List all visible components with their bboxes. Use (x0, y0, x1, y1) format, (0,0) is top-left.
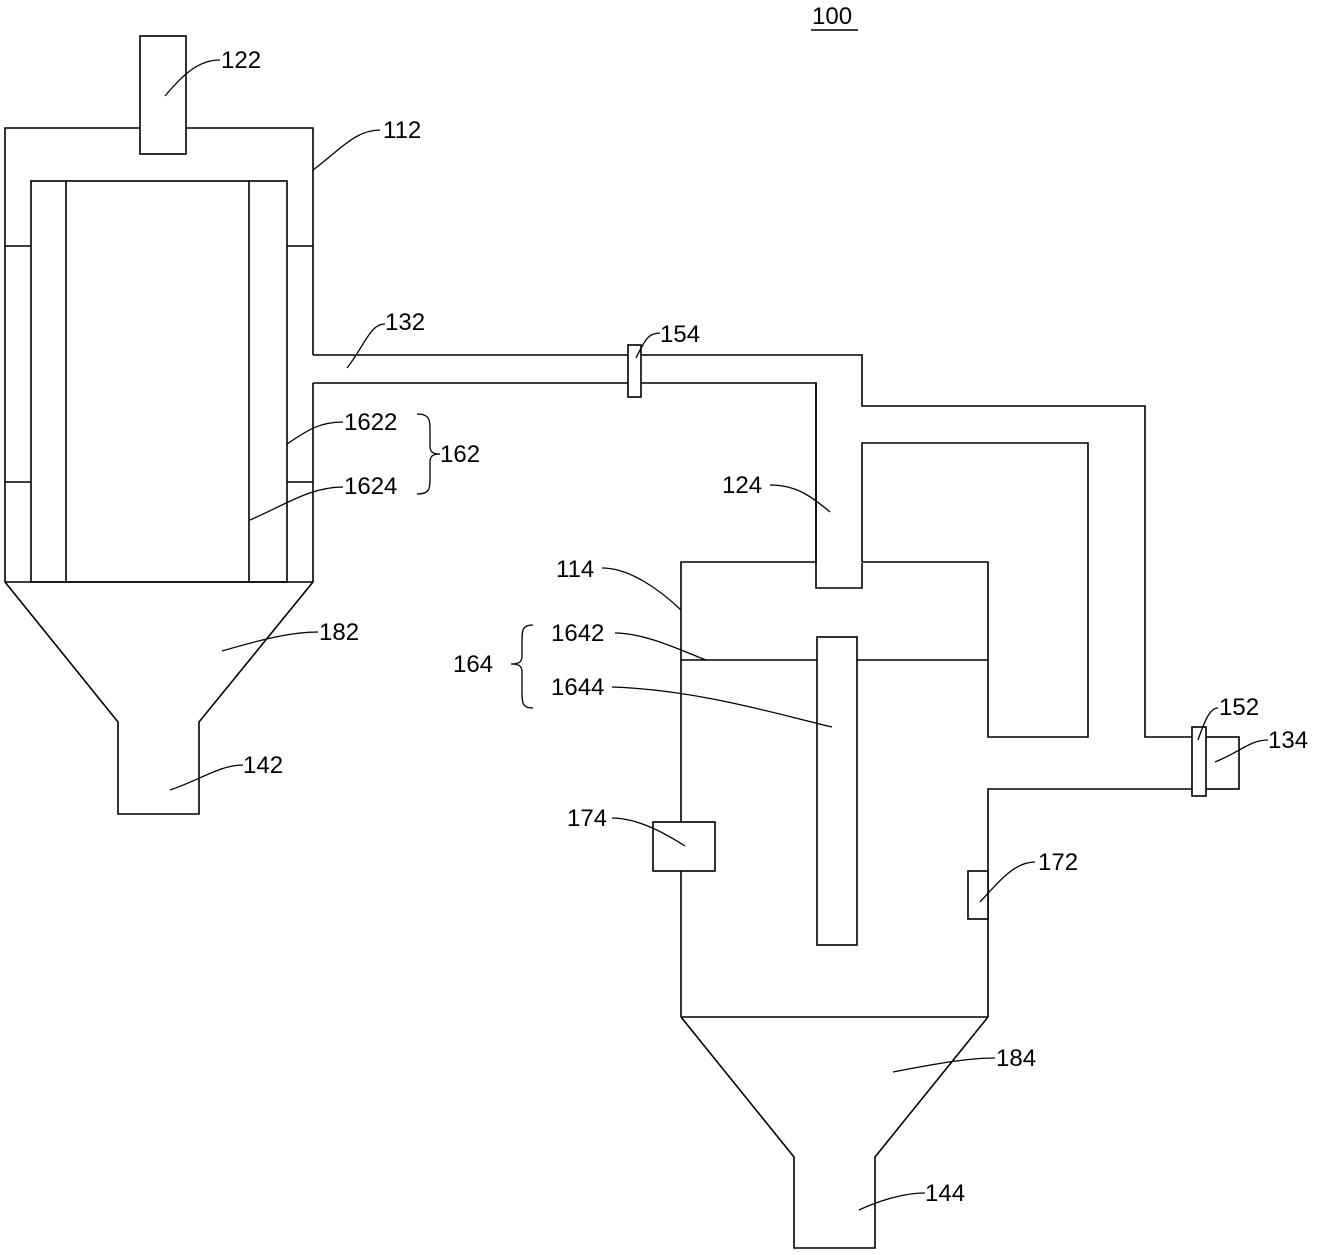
outlet-134 (1204, 736, 1240, 790)
label-144: 144 (925, 1180, 965, 1207)
label-162: 162 (440, 441, 480, 468)
label-124: 124 (722, 472, 762, 499)
label-132: 132 (385, 309, 425, 336)
label-182: 182 (319, 619, 359, 646)
label-154: 154 (660, 321, 700, 348)
label-184: 184 (996, 1045, 1036, 1072)
label-164: 164 (453, 651, 493, 678)
valve-154 (627, 344, 642, 398)
component-174 (652, 821, 716, 872)
label-122: 122 (221, 47, 261, 74)
valve-152 (1191, 726, 1207, 797)
label-152: 152 (1219, 694, 1259, 721)
cone-184-sides (680, 1016, 989, 1249)
first-vessel (4, 127, 314, 583)
label-142: 142 (243, 752, 283, 779)
pipe-132 (313, 354, 1193, 738)
label-1624: 1624 (344, 473, 397, 500)
label-112: 112 (383, 117, 421, 144)
label-134: 134 (1268, 727, 1308, 754)
label-1622: 1622 (344, 409, 397, 436)
component-172 (967, 870, 989, 920)
label-1644: 1644 (551, 674, 604, 701)
leader-lines (164, 59, 1269, 1211)
label-172: 172 (1038, 849, 1078, 876)
figure-number: 100 (812, 3, 852, 30)
top-inlet-122 (139, 35, 187, 155)
brace-164 (510, 624, 534, 709)
second-vessel (680, 442, 1193, 1017)
label-174: 174 (567, 805, 607, 832)
inner-tube-1644 (816, 636, 858, 946)
brace-162 (416, 413, 441, 495)
cone-182 (4, 581, 314, 815)
label-114: 114 (556, 556, 594, 583)
label-1642: 1642 (551, 620, 604, 647)
